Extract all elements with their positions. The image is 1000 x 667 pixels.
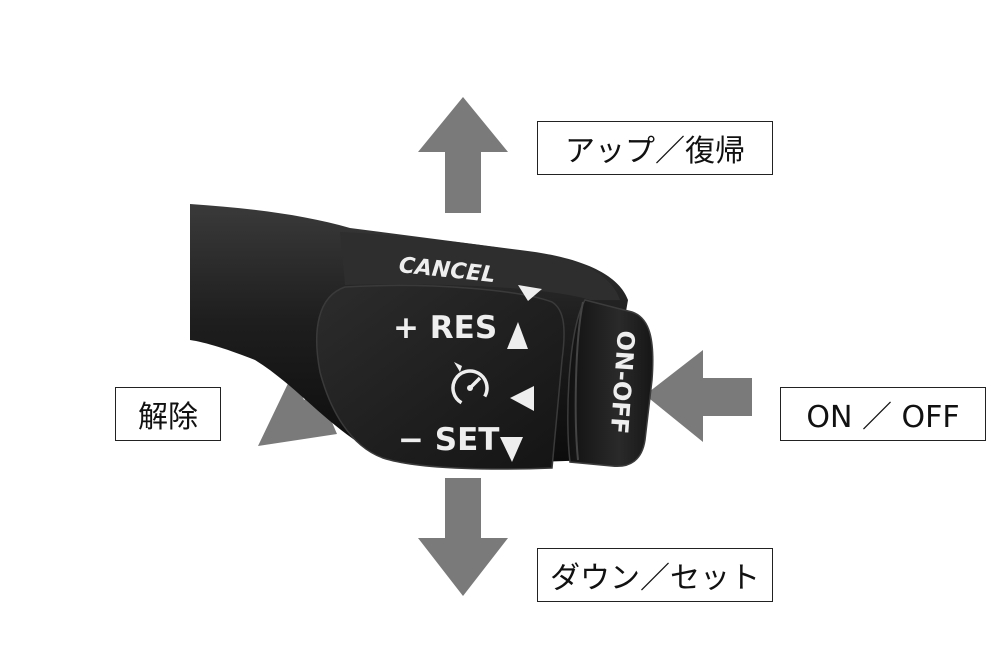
down-arrow-icon: [418, 478, 508, 596]
down-set-text: ダウン／セット: [550, 561, 760, 596]
cancel-release-text: 解除: [138, 400, 198, 435]
up-arrow-icon: [418, 97, 508, 213]
cancel-release-label: 解除: [115, 387, 221, 441]
onoff-knob: [567, 299, 654, 468]
set-triangle-icon: [500, 437, 523, 462]
down-set-label: ダウン／セット: [537, 548, 773, 602]
cruise-control-icon: [451, 362, 489, 407]
up-resume-text: アップ／復帰: [565, 134, 745, 169]
onoff-arrow-icon: [645, 350, 752, 442]
onoff-switch-text: ON ／ OFF: [806, 400, 960, 435]
up-resume-label: アップ／復帰: [537, 121, 773, 175]
stalk-front-face: [315, 284, 565, 470]
cruise-triangle-icon: [510, 386, 534, 411]
onoff-switch-label: ON ／ OFF: [780, 387, 986, 441]
set-label: − SET: [398, 422, 499, 458]
cancel-triangle-icon: [518, 285, 542, 301]
stalk-head-top: [340, 232, 620, 300]
res-label: + RES: [393, 310, 497, 346]
res-triangle-icon: [507, 322, 528, 349]
